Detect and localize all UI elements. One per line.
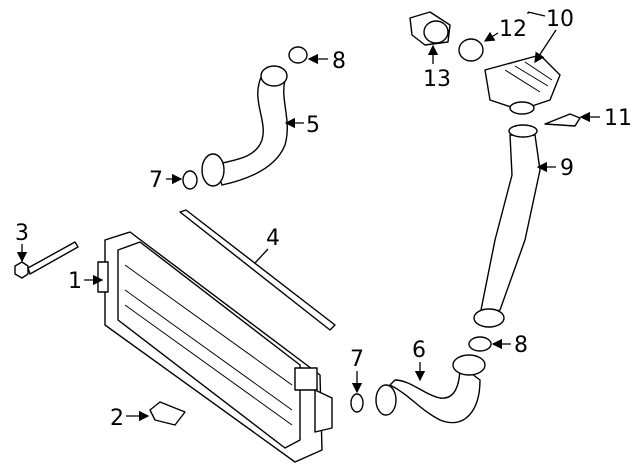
callout-10: 10 (527, 7, 574, 64)
callout-label: 12 (499, 17, 527, 42)
callout-3: 3 (15, 221, 29, 263)
callout-11: 11 (579, 106, 632, 131)
callout-label: 7 (350, 347, 364, 372)
callout-12: 12 (483, 17, 527, 42)
o-ring-8-lower (468, 336, 492, 352)
callout-label: 3 (15, 221, 29, 246)
connector-part (409, 11, 451, 46)
callout-label: 4 (266, 226, 280, 251)
bolt-part (14, 241, 79, 279)
callout-8-lower: 8 (491, 333, 528, 358)
o-ring-7-lower (350, 393, 364, 413)
callout-7-upper: 7 (149, 168, 183, 193)
clip-part (544, 113, 581, 127)
callout-label: 13 (423, 67, 451, 92)
callout-9: 9 (536, 156, 574, 181)
seal-ring-part (458, 38, 484, 62)
o-ring-8-upper (288, 46, 308, 64)
charge-pipe-part (473, 124, 541, 328)
lower-hose-part (375, 354, 486, 424)
callout-4: 4 (254, 226, 280, 264)
throttle-housing-part (484, 54, 561, 115)
callout-6: 6 (412, 338, 426, 382)
intercooler-part (97, 231, 333, 463)
callout-label: 7 (149, 168, 163, 193)
bracket-part (149, 401, 186, 426)
callout-label: 8 (332, 49, 346, 74)
callout-label: 11 (604, 106, 632, 131)
o-ring-7-upper (182, 170, 198, 190)
seal-strip-part (179, 209, 336, 331)
callout-1: 1 (68, 269, 104, 294)
callout-label: 2 (110, 406, 124, 431)
callout-5: 5 (284, 113, 320, 138)
callout-7-lower: 7 (350, 347, 364, 394)
callout-8-upper: 8 (307, 49, 346, 74)
upper-hose-part (201, 65, 288, 187)
callout-label: 1 (68, 269, 82, 294)
callout-2: 2 (110, 406, 150, 431)
callout-label: 8 (514, 333, 528, 358)
callout-label: 6 (412, 338, 426, 363)
callout-13: 13 (423, 44, 451, 92)
callout-label: 9 (560, 156, 574, 181)
callout-label: 5 (306, 113, 320, 138)
callout-label: 10 (546, 7, 574, 32)
